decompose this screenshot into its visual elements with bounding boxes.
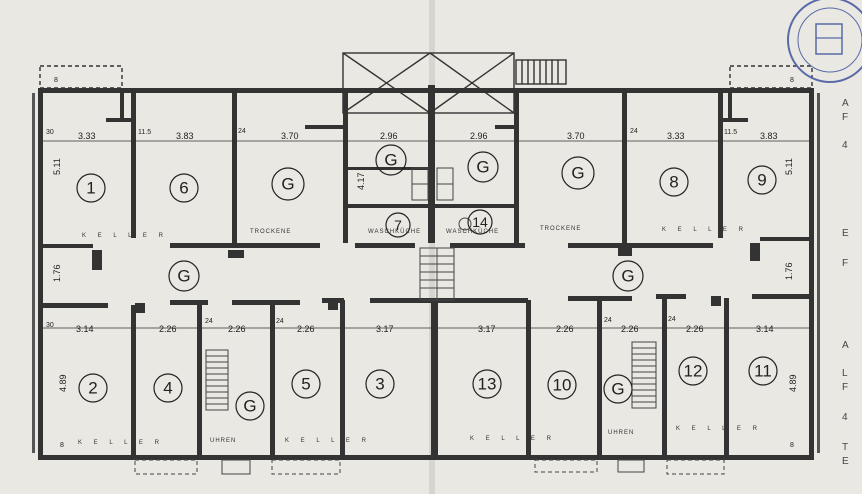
upper-partitions (43, 85, 809, 248)
vdim: 4.89 (788, 374, 798, 392)
wall-mark: 24 (604, 317, 612, 324)
wall-mark: 24 (276, 318, 284, 325)
room-number: 10 (553, 376, 572, 395)
room-number: 7 (394, 217, 402, 233)
outer-walls (32, 88, 820, 460)
common-area-g: G (621, 267, 634, 286)
dim-bottom: 2.26 (159, 324, 177, 334)
dim-bottom: 2.26 (621, 324, 639, 334)
dim-top: 3.70 (567, 131, 585, 141)
dim-bottom: 3.17 (478, 324, 496, 334)
margin-letter: 4 (842, 140, 848, 151)
room-number: 8 (669, 173, 678, 192)
dim-bottom: 2.26 (686, 324, 704, 334)
dim-top: 3.83 (760, 131, 778, 141)
central-stair (419, 247, 455, 301)
margin-letter: A (842, 340, 849, 351)
label-uhren: UHREN (608, 430, 634, 436)
dim-top: 3.70 (281, 131, 299, 141)
label-waschkueche: WASCHKÜCHE (368, 228, 421, 235)
margin-letter: F (842, 112, 849, 123)
wall-mark: 8 (54, 77, 58, 84)
margin-letter: E (842, 456, 849, 467)
stair-right (631, 341, 657, 409)
wall-mark: 24 (630, 128, 638, 135)
room-number: 3 (375, 375, 384, 394)
room-number: 2 (88, 379, 97, 398)
room-number: 1 (86, 179, 95, 198)
laundry-fixtures (411, 167, 472, 231)
label-trockene: TROCKENE (540, 226, 581, 232)
dim-bottom: 3.14 (756, 324, 774, 334)
vdim: 5.11 (52, 158, 62, 175)
wall-mark: 24 (668, 316, 676, 323)
room-number: 14 (472, 214, 488, 230)
stair-left (205, 349, 229, 411)
common-area-g: G (243, 397, 256, 416)
vdim: 4.17 (356, 172, 366, 190)
vdim: 1.76 (784, 262, 794, 280)
margin-letter: T (842, 442, 849, 453)
margin-letter: F (842, 382, 849, 393)
room-number: 5 (301, 375, 310, 394)
wall-mark: 30 (46, 322, 54, 329)
entrance-bay (39, 52, 813, 114)
dim-top: 2.96 (380, 131, 398, 141)
room-number: 11 (754, 362, 772, 381)
margin-letter: F (842, 258, 849, 269)
wall-mark: 8 (60, 442, 64, 449)
wall-mark: 24 (205, 318, 213, 325)
dim-top: 2.96 (470, 131, 488, 141)
label-keller: K E L L E R (662, 227, 748, 233)
dim-bottom: 2.26 (297, 324, 315, 334)
common-area-g: G (177, 267, 190, 286)
dim-top: 3.33 (78, 131, 96, 141)
wall-mark: 30 (46, 129, 54, 136)
common-area-g: G (384, 151, 397, 170)
room-number: 4 (163, 379, 172, 398)
wall-mark: 8 (790, 77, 794, 84)
dim-bottom: 2.26 (228, 324, 246, 334)
label-keller: K E L L E R (676, 426, 762, 432)
dim-bottom: 3.17 (376, 324, 394, 334)
common-area-g: G (611, 380, 624, 399)
label-keller: K E L L E R (470, 436, 556, 442)
wall-mark: 11.5 (138, 129, 151, 136)
label-keller: K E L L E R (82, 233, 168, 239)
room-number: 12 (684, 362, 703, 381)
common-area-g: G (281, 175, 294, 194)
dim-top: 3.83 (176, 131, 194, 141)
room-number: 9 (757, 171, 766, 190)
vdim: 4.89 (58, 374, 68, 392)
city-seal-stamp (787, 0, 862, 83)
dim-bottom: 3.14 (76, 324, 94, 334)
margin-letter: A (842, 98, 849, 109)
room-number: 13 (478, 375, 497, 394)
label-keller: K E L L E R (78, 440, 164, 446)
exterior-features (134, 459, 725, 475)
margin-letter: L (842, 368, 848, 379)
common-area-g: G (571, 164, 584, 183)
wall-mark: 11.5 (724, 129, 737, 136)
common-area-g: G (476, 158, 489, 177)
vdim: 5.11 (784, 158, 794, 175)
wall-mark: 8 (790, 442, 794, 449)
margin-letter: E (842, 228, 849, 239)
dimension-lines (43, 140, 809, 329)
room-number: 6 (179, 179, 188, 198)
margin-letter: 4 (842, 412, 848, 423)
vdim: 1.76 (52, 264, 62, 282)
dim-top: 3.33 (667, 131, 685, 141)
label-trockene: TROCKENE (250, 229, 291, 235)
wall-mark: 24 (238, 128, 246, 135)
label-keller: K E L L E R (285, 438, 371, 444)
dim-bottom: 2.26 (556, 324, 574, 334)
label-uhren: UHREN (210, 438, 236, 444)
